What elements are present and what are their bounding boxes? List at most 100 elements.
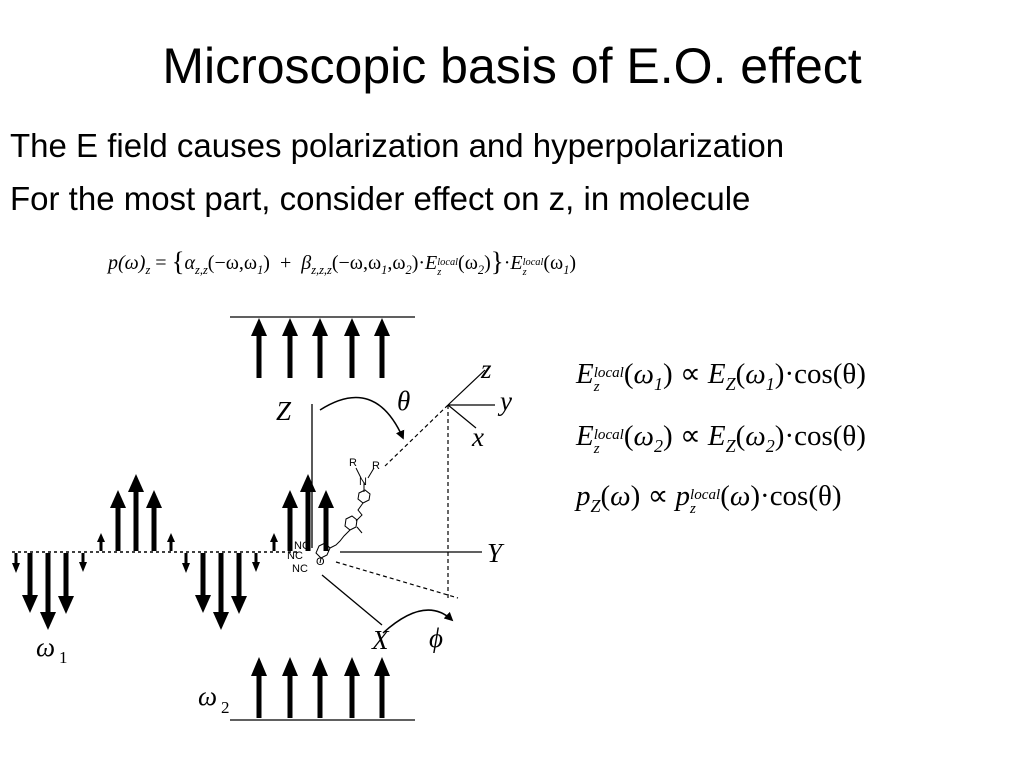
omega2-sub: 2 bbox=[221, 698, 230, 717]
eq1-rhs: E bbox=[707, 358, 726, 390]
mol-label-o: O bbox=[316, 556, 325, 568]
eq1-sub: z bbox=[593, 379, 600, 396]
bottom-field-arrows bbox=[230, 657, 415, 721]
eq3-lhs-sub: Z bbox=[590, 495, 601, 516]
mol-label-n: N bbox=[359, 476, 367, 488]
axis-label-X: X bbox=[371, 625, 390, 655]
mol-label-nc1: NC bbox=[294, 540, 310, 552]
eq3-sup: local bbox=[690, 486, 721, 503]
eq1-arg-sub: 1 bbox=[654, 373, 664, 394]
wave-arrow-down-8 bbox=[213, 553, 229, 630]
eq-alpha-args-sub: 1 bbox=[257, 263, 264, 277]
wave-arrow-down-10 bbox=[252, 553, 260, 572]
eq-alpha-sub: z,z bbox=[195, 263, 208, 277]
diagram-labels: Z Y X z y x θ ϕ ω 1 ω 2 bbox=[36, 354, 512, 717]
eq1-sup: local bbox=[593, 364, 624, 381]
eq-beta: β bbox=[301, 252, 312, 274]
omega1-label: ω bbox=[36, 632, 55, 662]
eq1-rel: ∝ bbox=[679, 358, 701, 390]
mol-axis-label-y: y bbox=[497, 386, 512, 416]
mol-label-nc3: NC bbox=[292, 563, 308, 575]
eq-E1-sup: local bbox=[437, 256, 459, 268]
mol-label-r1: R bbox=[349, 457, 357, 469]
eq-alpha: α bbox=[184, 252, 196, 274]
eq-E1-arg-sub: 2 bbox=[477, 263, 485, 277]
top-arrow-5 bbox=[374, 318, 390, 378]
projection-lines bbox=[335, 404, 459, 600]
wave-arrow-down-9 bbox=[231, 553, 247, 614]
top-arrow-3 bbox=[312, 318, 328, 378]
top-arrow-1 bbox=[251, 318, 267, 378]
eq2-arg-sub: 2 bbox=[654, 435, 664, 456]
wave-arrow-up-9 bbox=[318, 490, 334, 551]
bottom-arrow-2 bbox=[282, 657, 298, 718]
theta-label: θ bbox=[397, 386, 410, 416]
eq-beta-args: (−ω,ω bbox=[331, 252, 382, 274]
eq3-rhs: p bbox=[675, 480, 691, 512]
omega1-sub: 1 bbox=[59, 648, 68, 667]
eq3-sub: z bbox=[690, 501, 696, 518]
eq2-rhs-arg: ω bbox=[745, 420, 766, 452]
wave-arrow-down-7 bbox=[195, 553, 211, 613]
axis-label-Z: Z bbox=[276, 396, 292, 426]
bottom-arrow-1 bbox=[251, 657, 267, 718]
wave-arrow-up-5 bbox=[167, 533, 175, 551]
eq-brace-close: } bbox=[490, 246, 504, 277]
axis-label-Y: Y bbox=[487, 538, 505, 568]
eq-E2: E bbox=[510, 252, 523, 274]
polarization-equation: p(ω)z = {αz,z(−ω,ω1) + βz,z,z(−ω,ω1,ω2)·… bbox=[108, 246, 577, 278]
wave-arrow-up-7 bbox=[282, 490, 298, 551]
eq1-lhs: E bbox=[576, 358, 594, 390]
eq-lhs-sub: z bbox=[145, 263, 151, 277]
eq-equals: = bbox=[155, 252, 167, 274]
eq1-rhs-sub: Z bbox=[725, 373, 736, 394]
eq-beta-args-sub2: 2 bbox=[405, 263, 412, 277]
eq1-rhs-arg-sub: 1 bbox=[765, 373, 775, 394]
omega2-label: ω bbox=[198, 681, 217, 711]
mol-axis-label-z: z bbox=[480, 354, 492, 384]
mol-axis-label-x: x bbox=[471, 422, 484, 452]
theta-arc bbox=[319, 396, 405, 440]
eq2-arg: ω bbox=[633, 420, 655, 452]
eq2-rel: ∝ bbox=[679, 420, 701, 452]
eq3-lhs: p bbox=[576, 480, 591, 512]
eq3-factor: ·cos(θ) bbox=[760, 480, 842, 512]
wave-arrow-up-4 bbox=[146, 490, 162, 551]
bullet-line-1: The E field causes polarization and hype… bbox=[10, 127, 785, 164]
eq-E1: E bbox=[425, 252, 438, 274]
wave-arrow-up-3 bbox=[128, 474, 144, 551]
eq1-rhs-arg: ω bbox=[745, 358, 766, 390]
eq-E1-sub: z bbox=[437, 266, 442, 278]
eq2-sup: local bbox=[593, 426, 624, 443]
phi-label: ϕ bbox=[429, 623, 443, 653]
eq2-rhs: E bbox=[707, 420, 726, 452]
wave-arrow-down-1 bbox=[12, 553, 20, 573]
phi-arc bbox=[382, 609, 454, 634]
mol-label-nc2: NC bbox=[287, 550, 303, 562]
wave-arrow-down-3 bbox=[40, 553, 56, 630]
wave-arrow-down-2 bbox=[22, 553, 38, 613]
slide-title: Microscopic basis of E.O. effect bbox=[162, 38, 862, 94]
eq3-rhs-arg: ω bbox=[729, 480, 751, 512]
top-arrow-4 bbox=[344, 318, 360, 378]
molecule-axes bbox=[447, 369, 495, 429]
bullet-line-2: For the most part, consider effect on z,… bbox=[10, 180, 751, 217]
eq1-arg: ω bbox=[633, 358, 655, 390]
wave-arrow-up-1 bbox=[97, 533, 105, 551]
molecule-labels: R R N NC NC NC O bbox=[287, 457, 380, 575]
mol-label-r2: R bbox=[372, 460, 380, 472]
wave-arrow-down-6 bbox=[182, 553, 190, 573]
eq1-factor: ·cos(θ) bbox=[784, 358, 866, 390]
eq2-factor: ·cos(θ) bbox=[784, 420, 866, 452]
wave-field-arrows bbox=[12, 474, 334, 630]
bottom-arrow-3 bbox=[312, 657, 328, 718]
